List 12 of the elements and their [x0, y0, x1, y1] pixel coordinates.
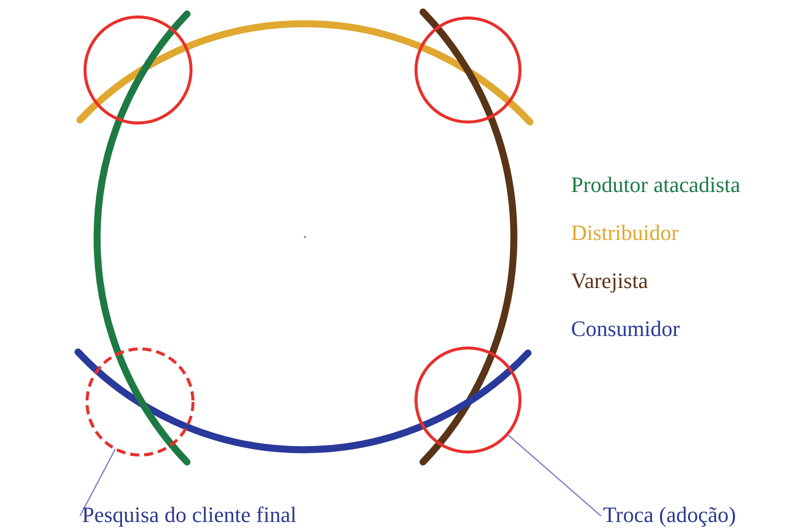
- legend-label: Produtor atacadista: [571, 172, 740, 198]
- legend-label: Distribuidor: [571, 220, 679, 246]
- callout-label: Pesquisa do cliente final: [82, 502, 296, 528]
- leader-line: [506, 434, 602, 516]
- legend-label: Consumidor: [571, 316, 680, 342]
- callout-label: Troca (adoção): [603, 502, 736, 528]
- legend-label: Varejista: [571, 268, 648, 294]
- highlight-circle: [86, 348, 194, 456]
- highlight-circle: [84, 16, 192, 124]
- highlight-circle: [414, 16, 522, 124]
- highlight-circle: [414, 346, 522, 454]
- leader-line: [79, 448, 116, 516]
